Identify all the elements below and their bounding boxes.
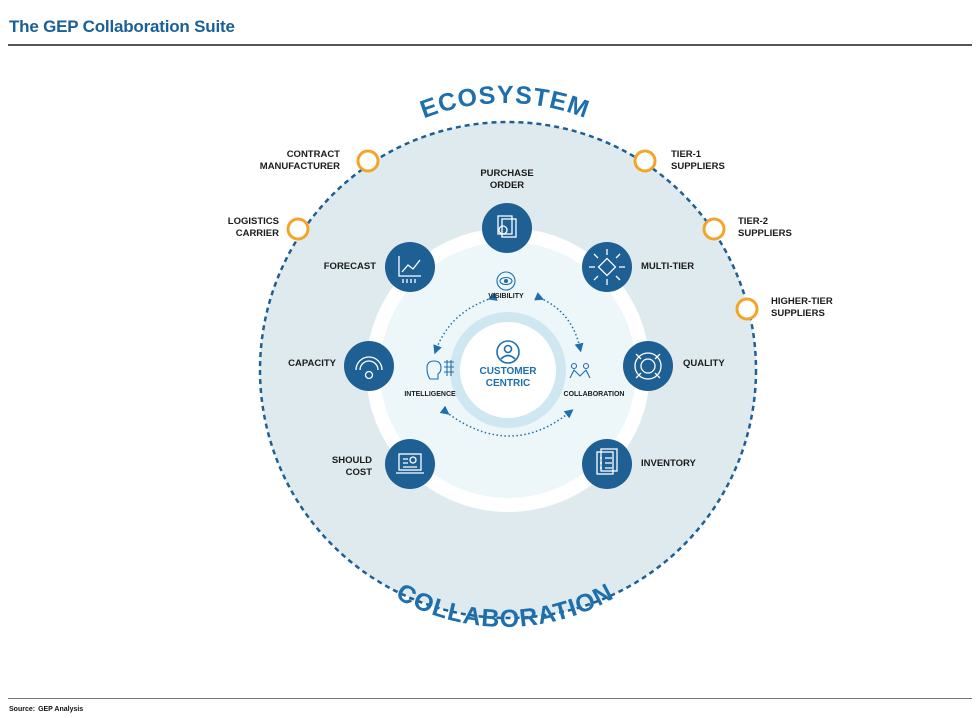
module-capacity-circle bbox=[344, 341, 394, 391]
customer-centric-label: CUSTOMER CENTRIC bbox=[479, 366, 537, 389]
module-quality-circle bbox=[623, 341, 673, 391]
arrow-visibility-collaboration bbox=[534, 292, 584, 353]
module-inventory-circle bbox=[582, 439, 632, 489]
inventory-icon bbox=[596, 448, 618, 475]
contract-manufacturer-label: CONTRACT MANUFACTURER bbox=[259, 149, 340, 172]
inventory-label: INVENTORY bbox=[641, 458, 696, 469]
node-tier2-suppliers bbox=[702, 217, 726, 241]
forecast-icon bbox=[398, 256, 421, 283]
collaboration-icon bbox=[569, 362, 591, 379]
intelligence-icon bbox=[426, 360, 454, 380]
quality-label: QUALITY bbox=[683, 358, 725, 369]
page-title: The GEP Collaboration Suite bbox=[9, 17, 235, 36]
footer-divider bbox=[8, 698, 972, 699]
ecosystem-dashed-ring bbox=[258, 120, 758, 620]
forecast-label: FORECAST bbox=[323, 261, 376, 272]
node-tier1-suppliers bbox=[633, 149, 657, 173]
multi-tier-label: MULTI-TIER bbox=[641, 261, 695, 272]
module-purchase-order-circle bbox=[482, 203, 532, 253]
tier1-suppliers-label: TIER-1 SUPPLIERS bbox=[671, 149, 725, 172]
capacity-label: CAPACITY bbox=[288, 358, 336, 369]
arrow-intelligence-collaboration bbox=[439, 405, 574, 437]
source-label: Source: bbox=[9, 706, 36, 713]
header-divider bbox=[8, 44, 972, 46]
collaboration-inner-label: COLLABORATION bbox=[563, 391, 625, 398]
visibility-icon bbox=[496, 271, 516, 291]
module-multi-tier-circle bbox=[582, 242, 632, 292]
node-logistics-carrier bbox=[286, 217, 310, 241]
ecosystem-text: ECOSYSTEM bbox=[417, 81, 593, 124]
multi-tier-icon bbox=[589, 249, 625, 285]
capacity-icon bbox=[355, 356, 383, 380]
intelligence-label: INTELLIGENCE bbox=[404, 391, 456, 398]
node-higher-tier-suppliers bbox=[735, 297, 759, 321]
should-cost-label: SHOULD COST bbox=[331, 455, 372, 478]
module-should-cost-circle bbox=[385, 439, 435, 489]
should-cost-icon bbox=[396, 453, 424, 474]
source-note: Source:GEP Analysis bbox=[9, 706, 86, 713]
tier2-suppliers-label: TIER-2 SUPPLIERS bbox=[738, 216, 792, 239]
source-text: GEP Analysis bbox=[38, 706, 84, 713]
module-forecast-circle bbox=[385, 242, 435, 292]
arrow-visibility-intelligence bbox=[433, 292, 498, 355]
purchase-order-label: PURCHASE ORDER bbox=[480, 168, 534, 191]
node-contract-manufacturer bbox=[356, 149, 380, 173]
visibility-label: VISIBILITY bbox=[488, 293, 524, 300]
purchase-order-icon bbox=[497, 215, 517, 238]
ecosystem-label: ECOSYSTEM bbox=[417, 81, 594, 124]
quality-icon bbox=[634, 352, 662, 380]
higher-tier-suppliers-label: HIGHER-TIER SUPPLIERS bbox=[771, 296, 833, 319]
logistics-carrier-label: LOGISTICS CARRIER bbox=[227, 216, 279, 239]
